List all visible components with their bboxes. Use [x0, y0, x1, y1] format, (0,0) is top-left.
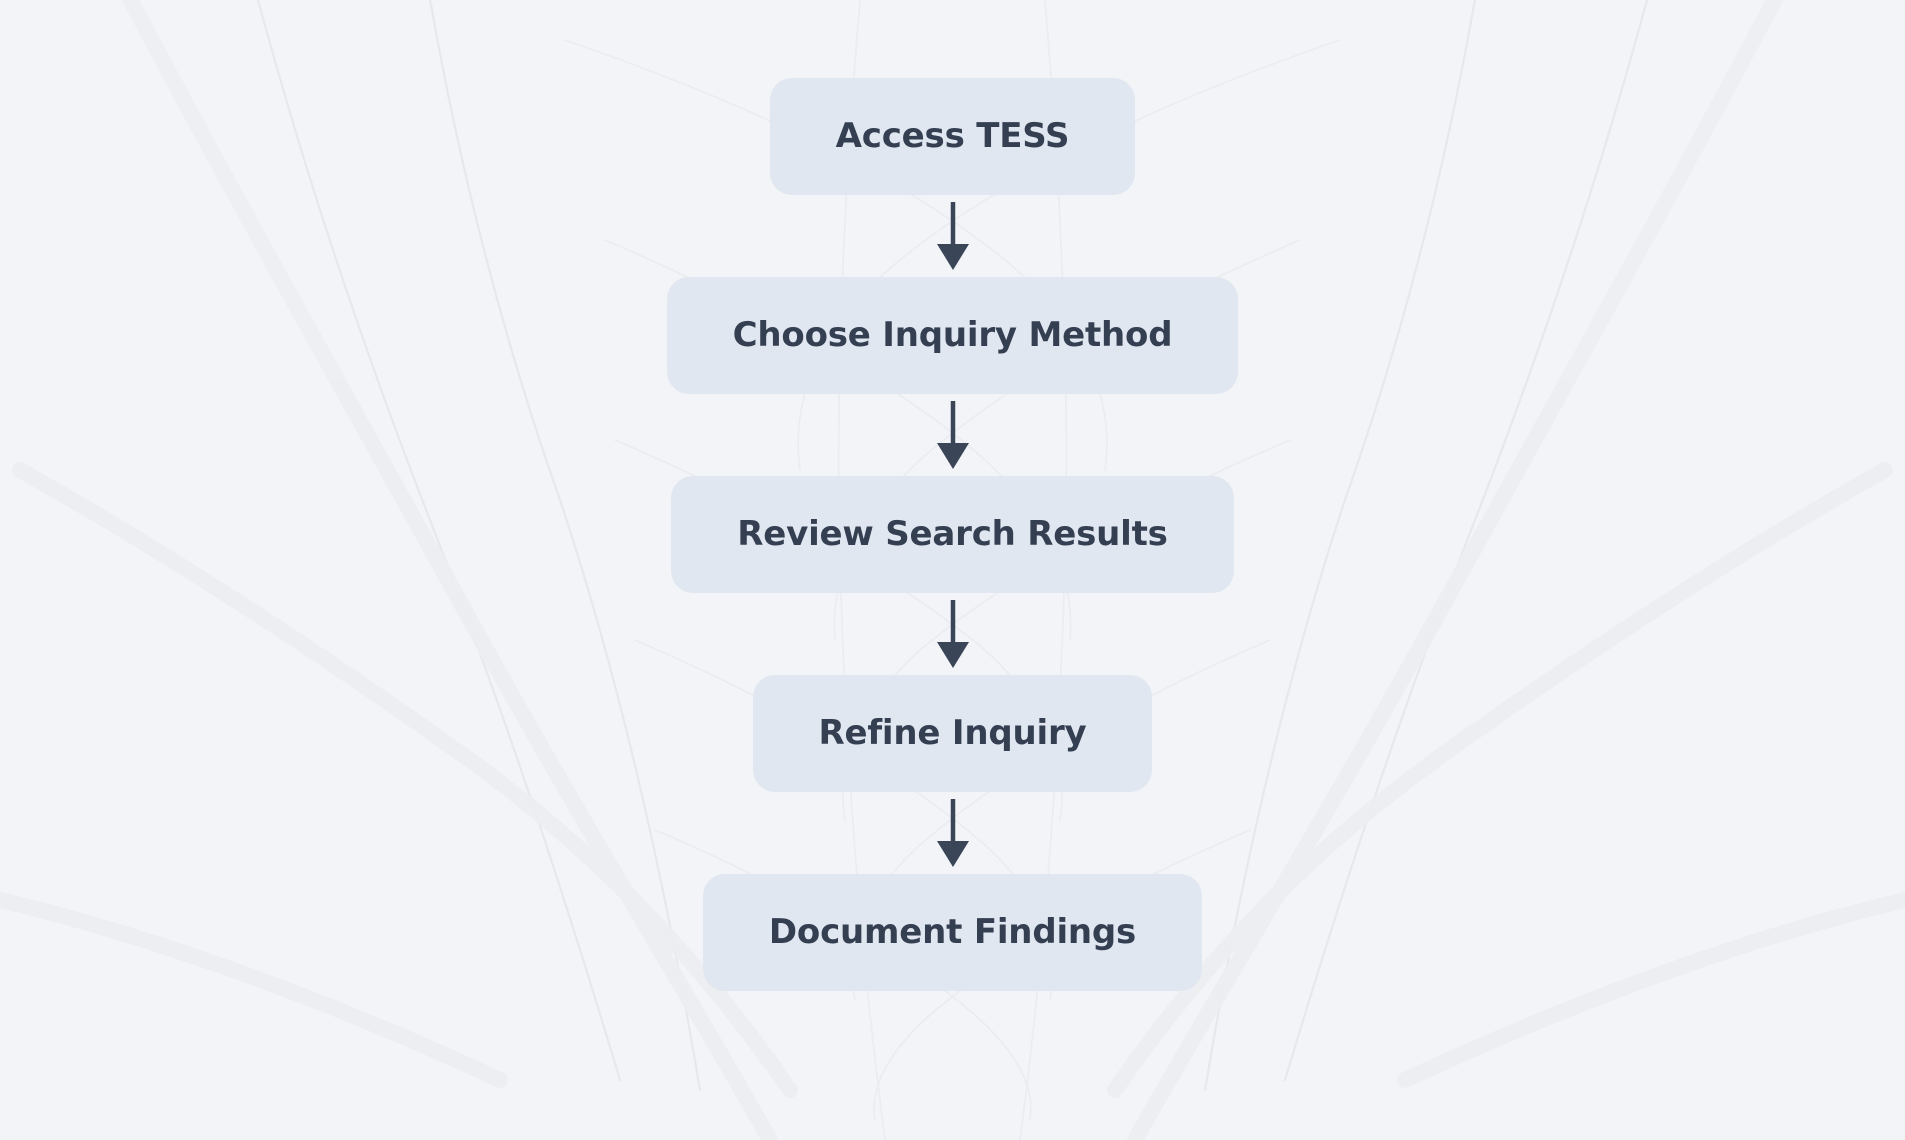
flow-node-review-search-results[interactable]: Review Search Results	[671, 476, 1234, 593]
flow-node-label: Refine Inquiry	[818, 712, 1087, 753]
flow-node-choose-inquiry-method[interactable]: Choose Inquiry Method	[666, 277, 1239, 394]
down-arrow-icon	[936, 799, 969, 867]
flow-edge-access-tess-to-choose-inquiry-method	[923, 195, 983, 277]
down-arrow-icon	[936, 600, 969, 668]
flow-node-document-findings[interactable]: Document Findings	[702, 874, 1203, 991]
flow-node-label: Document Findings	[768, 911, 1137, 952]
down-arrow-icon	[936, 401, 969, 469]
down-arrow-icon	[936, 202, 969, 270]
flow-edge-choose-inquiry-method-to-review-search-results	[923, 394, 983, 476]
flow-node-access-tess[interactable]: Access TESS	[769, 78, 1136, 195]
flow-edge-review-search-results-to-refine-inquiry	[923, 593, 983, 675]
flow-node-label: Review Search Results	[737, 513, 1168, 554]
flow-node-label: Access TESS	[835, 115, 1070, 156]
flow-node-label: Choose Inquiry Method	[732, 314, 1173, 355]
flow-edge-refine-inquiry-to-document-findings	[923, 792, 983, 874]
flow-node-refine-inquiry[interactable]: Refine Inquiry	[752, 675, 1153, 792]
